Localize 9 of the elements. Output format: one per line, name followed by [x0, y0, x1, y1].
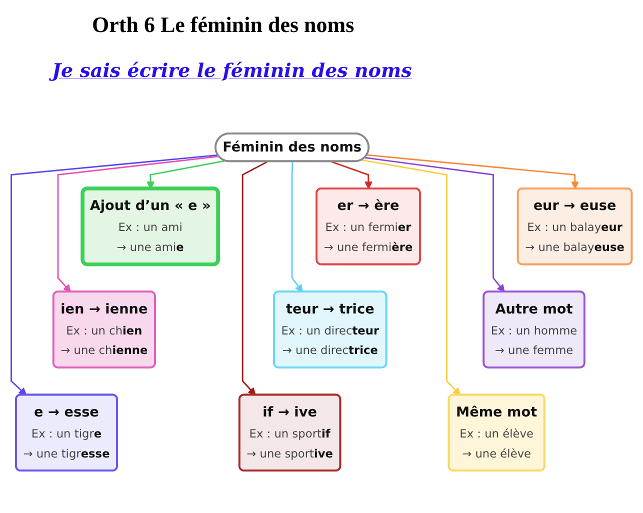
arrow: [362, 159, 461, 396]
arrow: [366, 154, 579, 190]
page-title: Orth 6 Le féminin des noms: [92, 12, 354, 38]
arrow: [291, 162, 303, 292]
arrow: [330, 160, 372, 190]
arrow: [364, 156, 505, 292]
arrow: [57, 156, 220, 292]
arrow: [10, 154, 218, 396]
arrow: [242, 160, 268, 396]
